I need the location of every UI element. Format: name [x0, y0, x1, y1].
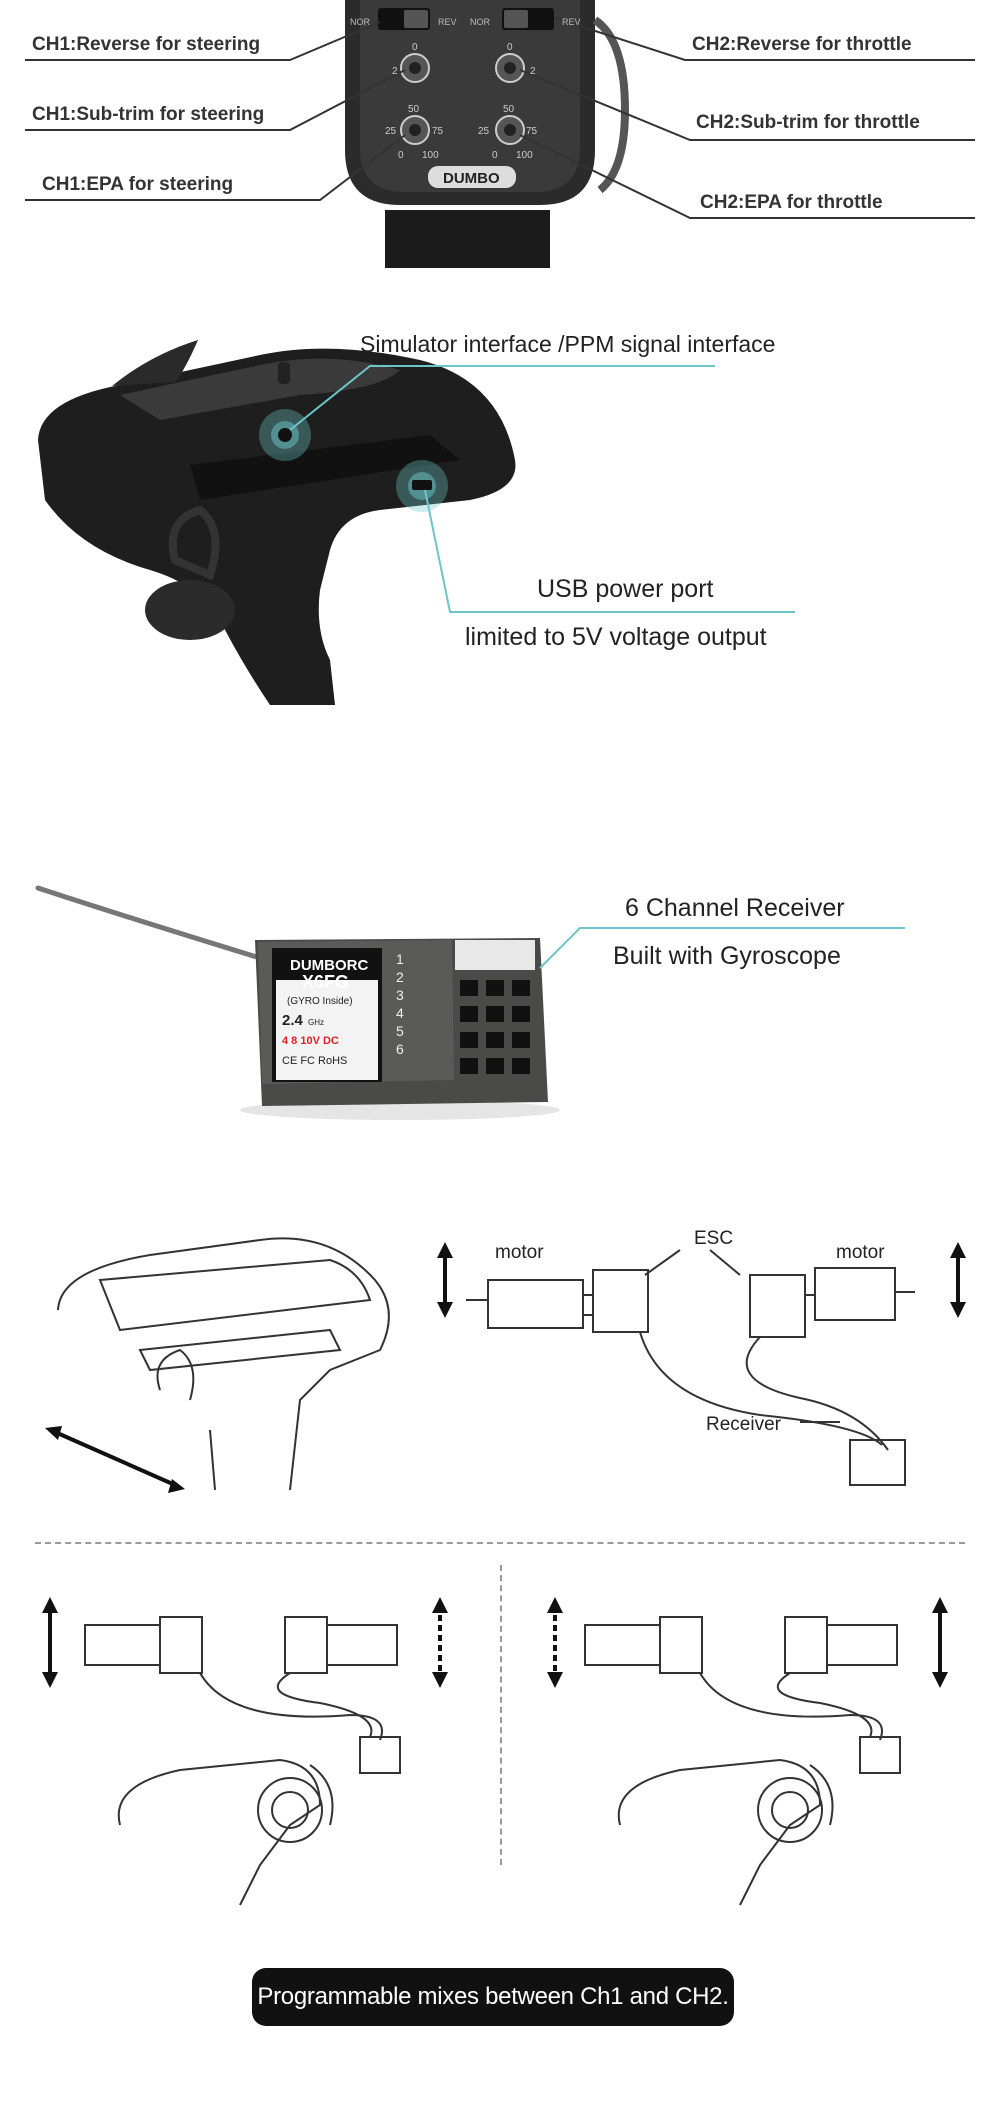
section-wiring: motor motor ESC Receiver	[0, 1200, 1000, 1500]
ch1-epa-100: 100	[422, 150, 439, 161]
ch1-epa-75: 75	[432, 126, 444, 137]
receiver-ch6: 6	[396, 1041, 404, 1057]
ch2-epa-label: CH2:EPA for throttle	[700, 192, 883, 213]
ch2-epa-75: 75	[526, 126, 538, 137]
ch1-reverse-label: CH1:Reverse for steering	[32, 34, 260, 55]
mix-banner: Programmable mixes between Ch1 and CH2.	[252, 1968, 734, 2026]
receiver-ghz: GHz	[308, 1018, 324, 1027]
section-receiver: DUMBORC X6FG (GYRO Inside) 2.4 GHz 4 8 1…	[0, 870, 1000, 1130]
receiver-gyro: (GYRO Inside)	[287, 996, 353, 1007]
section-mix-left	[0, 1565, 500, 1906]
wiring-illustration: motor motor ESC Receiver	[45, 1228, 966, 1493]
mix-banner-text: Programmable mixes between Ch1 and CH2.	[257, 1983, 729, 2010]
motor-right-label: motor	[836, 1242, 885, 1263]
ch2-epa-100: 100	[516, 150, 533, 161]
receiver-ch3: 3	[396, 987, 404, 1003]
receiver-freq: 2.4	[282, 1012, 304, 1029]
simulator-interface-label: Simulator interface /PPM signal interfac…	[360, 331, 775, 357]
ch1-epa-label: CH1:EPA for steering	[42, 174, 233, 195]
mix-left-illustration	[42, 1597, 448, 1906]
horizontal-divider	[35, 1542, 965, 1544]
ch2-rev-label: REV	[562, 17, 581, 27]
ch1-nor-label: NOR	[350, 17, 371, 27]
ch1-knob-left: 2	[392, 66, 398, 77]
receiver-ch2: 2	[396, 969, 404, 985]
receiver-subtitle: Built with Gyroscope	[613, 942, 841, 970]
section-mix-right	[500, 1565, 1000, 1906]
ch2-knob-right: 2	[530, 66, 536, 77]
ch1-epa-50: 50	[408, 104, 420, 115]
ch2-epa-50: 50	[503, 104, 515, 115]
receiver-ch5: 5	[396, 1023, 404, 1039]
receiver-cert: CE FC RoHS	[282, 1055, 347, 1067]
receiver-title: 6 Channel Receiver	[625, 894, 845, 922]
ch1-subtrim-label: CH1:Sub-trim for steering	[32, 104, 264, 125]
section-ports: Simulator interface /PPM signal interfac…	[0, 300, 1000, 710]
esc-label: ESC	[694, 1228, 733, 1249]
usb-port-label: USB power port	[537, 575, 714, 603]
controller-side-illustration: Simulator interface /PPM signal interfac…	[38, 331, 795, 705]
mix-right-illustration	[547, 1597, 948, 1906]
receiver-brand: DUMBORC	[290, 957, 368, 974]
ch2-knob-zero: 0	[507, 42, 513, 53]
receiver-voltage: 4 8 10V DC	[282, 1035, 339, 1047]
receiver-ch4: 4	[396, 1005, 404, 1021]
ch1-epa-25: 25	[385, 126, 397, 137]
ch2-epa-0: 0	[492, 150, 498, 161]
receiver-illustration: DUMBORC X6FG (GYRO Inside) 2.4 GHz 4 8 1…	[35, 885, 905, 1120]
receiver-ch1: 1	[396, 951, 404, 967]
ch1-knob-zero: 0	[412, 42, 418, 53]
receiver-label: Receiver	[706, 1414, 782, 1435]
ch2-epa-25: 25	[478, 126, 490, 137]
motor-left-label: motor	[495, 1242, 544, 1263]
panel-brand-logo: DUMBO	[443, 170, 500, 187]
section-switch-panel: NOR REV NOR REV 0 2 0 2 50 25 75 50 25 7…	[0, 0, 1000, 270]
usb-voltage-label: limited to 5V voltage output	[465, 623, 767, 651]
ch1-rev-label: REV	[438, 17, 457, 27]
receiver-model: X6FG	[302, 972, 349, 992]
panel-illustration: NOR REV NOR REV 0 2 0 2 50 25 75 50 25 7…	[25, 0, 975, 268]
ch2-reverse-label: CH2:Reverse for throttle	[692, 34, 912, 55]
ch2-nor-label: NOR	[470, 17, 491, 27]
ch2-subtrim-label: CH2:Sub-trim for throttle	[696, 112, 920, 133]
ch1-epa-0: 0	[398, 150, 404, 161]
vertical-divider	[500, 1565, 502, 1865]
